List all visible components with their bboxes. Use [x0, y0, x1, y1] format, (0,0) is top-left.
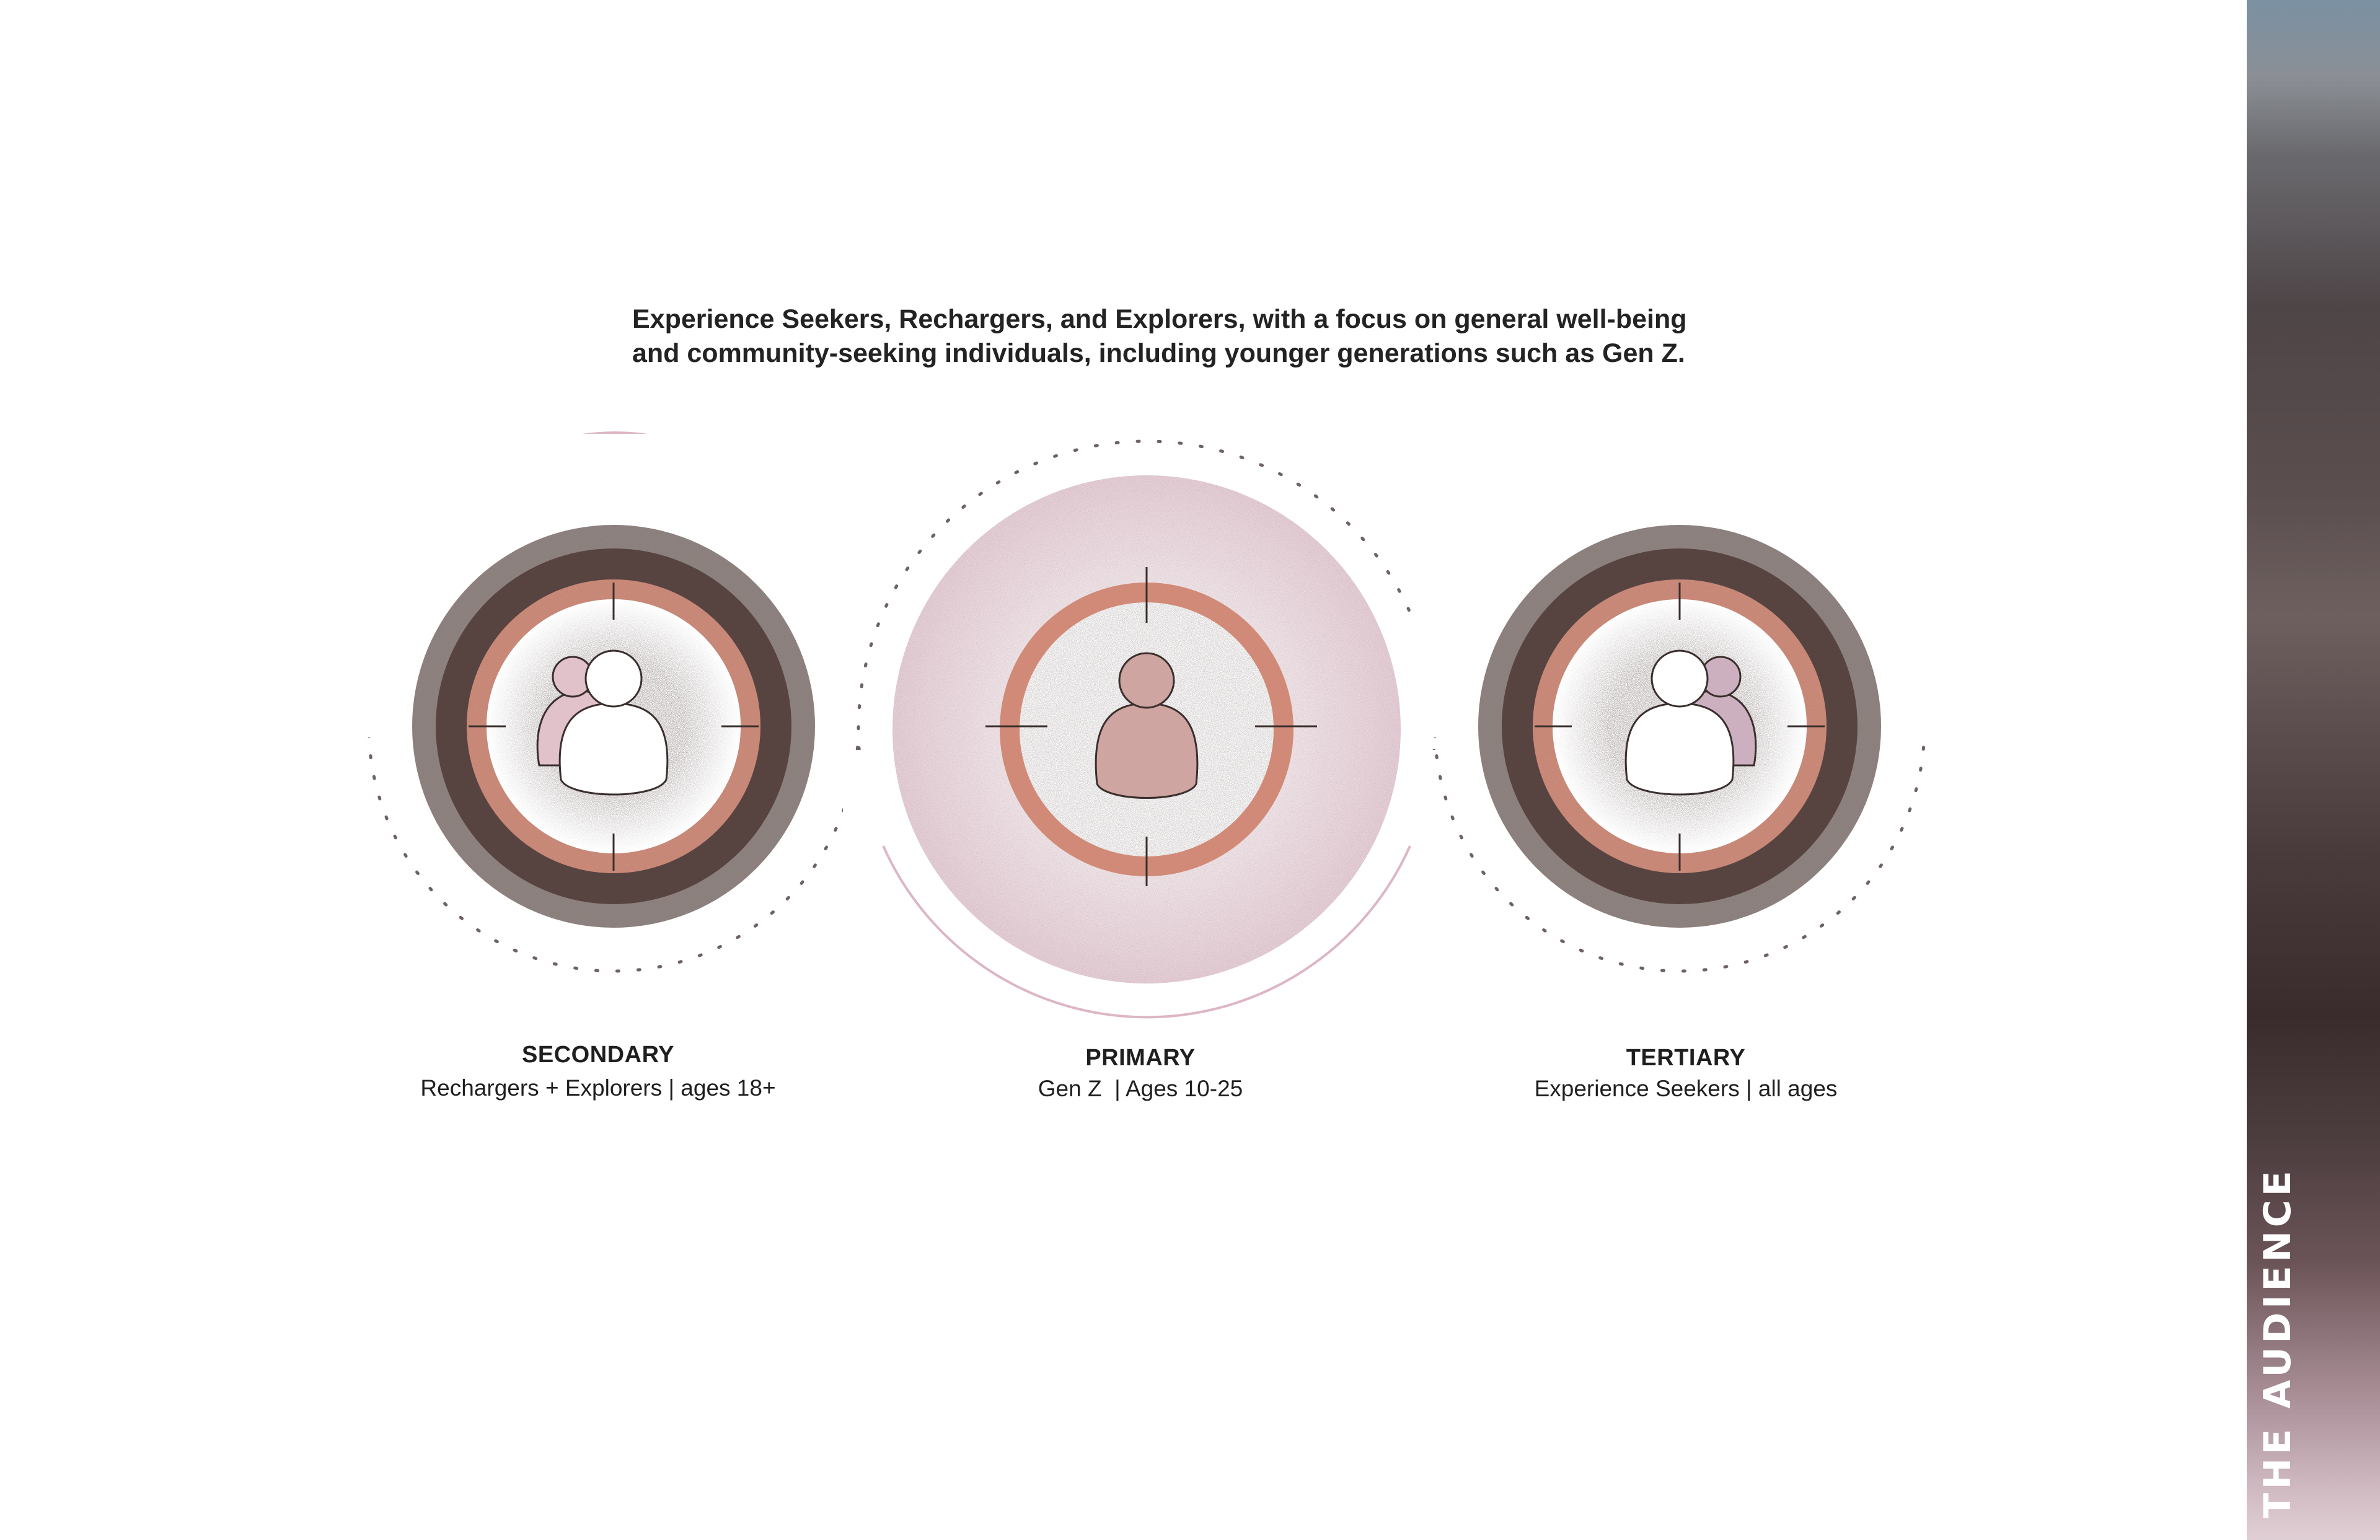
person-icon [1095, 652, 1199, 799]
primary-label: PRIMARY Gen Z | Ages 10-25 [862, 1043, 1419, 1104]
intro-text: Experience Seekers, Rechargers, and Expl… [632, 302, 1810, 371]
audience-diagram [347, 431, 1946, 1060]
side-title: THE AUDIENCE [2256, 1167, 2299, 1518]
secondary-target [347, 431, 880, 973]
primary-target [843, 439, 1450, 1060]
people-pair-icon [536, 649, 669, 796]
intro-line-2: and community-seeking individuals, inclu… [632, 338, 1685, 368]
crosshair-icon [469, 583, 759, 871]
tertiary-subtitle: Experience Seekers | all ages [1534, 1076, 1838, 1101]
tertiary-target [1413, 434, 1946, 973]
secondary-label: SECONDARY Rechargers + Explorers | ages … [319, 1040, 877, 1103]
crosshair-icon [1535, 583, 1825, 871]
side-band [2247, 0, 2380, 1540]
primary-outer-arc [882, 845, 1411, 1019]
tertiary-label: TERTIARY Experience Seekers | all ages [1407, 1043, 1965, 1104]
people-pair-icon [1624, 649, 1757, 796]
intro-line-1: Experience Seekers, Rechargers, and Expl… [632, 304, 1687, 334]
primary-subtitle: Gen Z | Ages 10-25 [1038, 1076, 1243, 1101]
crosshair-icon [985, 567, 1317, 886]
primary-title: PRIMARY [1085, 1045, 1196, 1071]
tertiary-title: TERTIARY [1626, 1045, 1746, 1071]
secondary-subtitle: Rechargers + Explorers | ages 18+ [420, 1075, 776, 1101]
secondary-title: SECONDARY [522, 1042, 674, 1068]
